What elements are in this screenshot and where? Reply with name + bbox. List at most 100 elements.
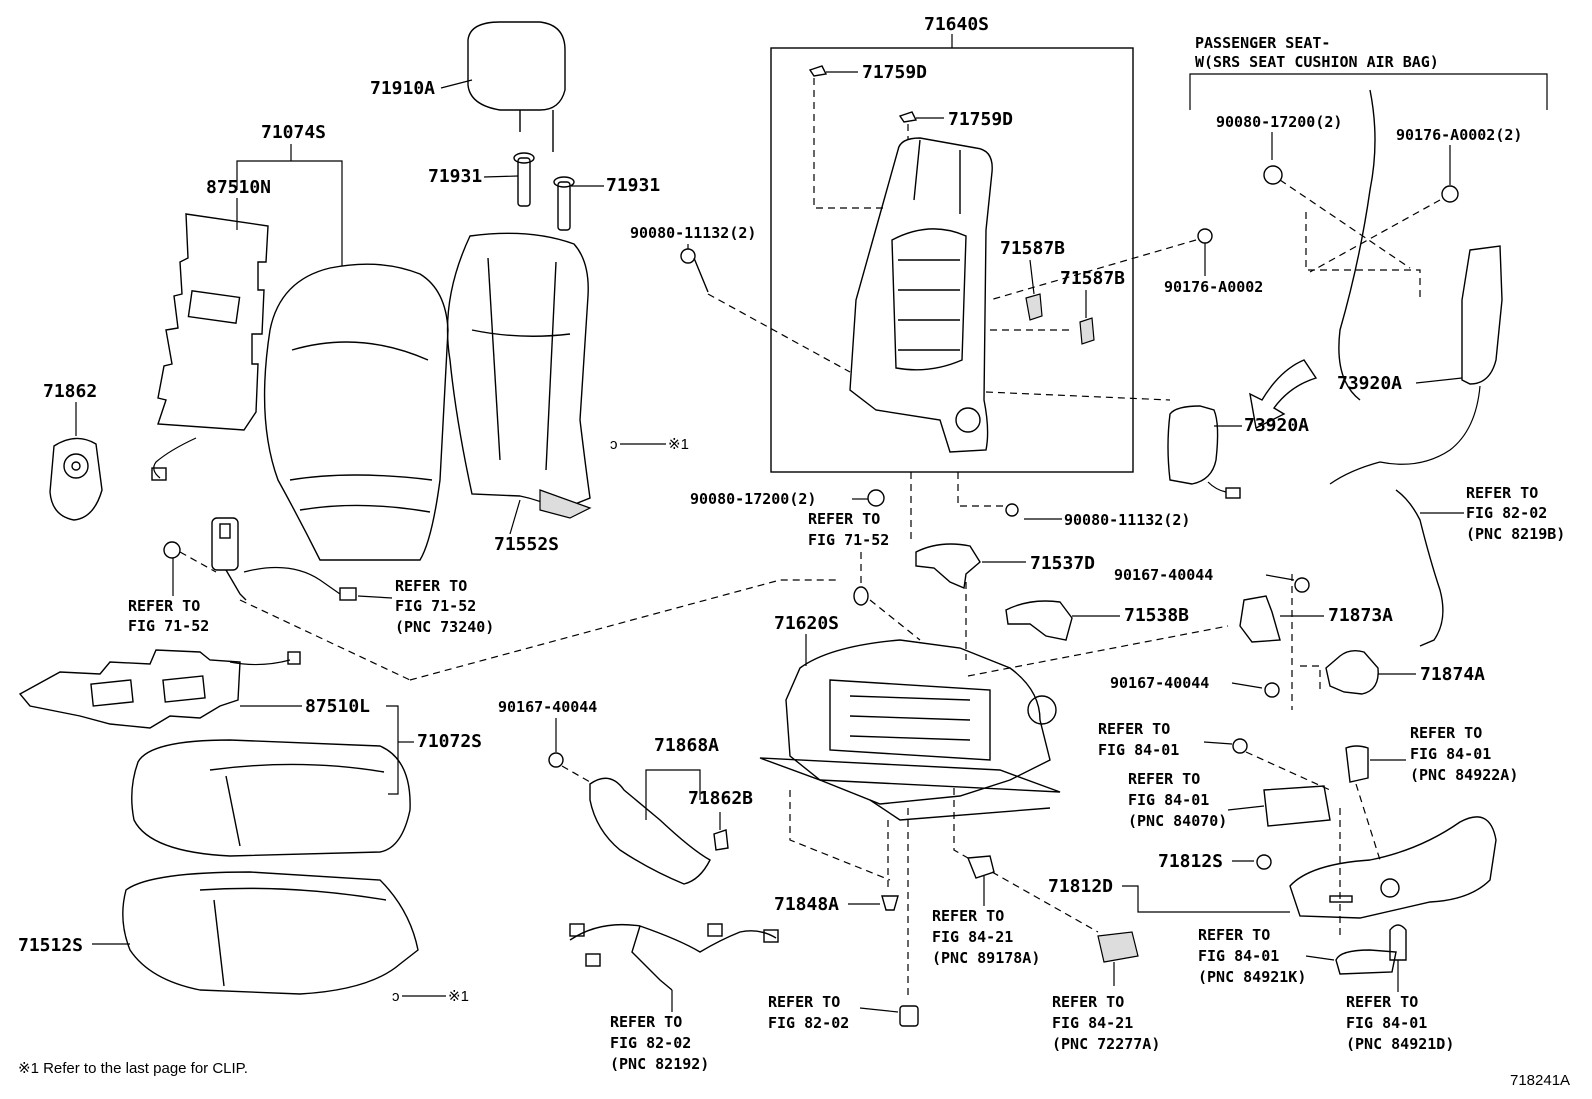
connector-82-02 — [899, 1005, 919, 1027]
label-90167-40044-b[interactable]: 90167-40044 — [1110, 674, 1209, 692]
footnote: ※1 Refer to the last page for CLIP. — [18, 1060, 248, 1077]
label-71537D[interactable]: 71537D — [1030, 553, 1095, 574]
ref-8-line3[interactable]: (PNC 89178A) — [932, 949, 1040, 967]
ref-5-line2[interactable]: FIG 84-01 — [1098, 741, 1179, 759]
ref-3-line2[interactable]: FIG 71-52 — [808, 531, 889, 549]
ref-7-line2[interactable]: FIG 84-01 — [1410, 745, 1491, 763]
ref-11-line2[interactable]: FIG 82-02 — [768, 1014, 849, 1032]
label-71512S[interactable]: 71512S — [18, 935, 83, 956]
ref-12-line3[interactable]: (PNC 72277A) — [1052, 1035, 1160, 1053]
side-cover-71868A — [589, 777, 711, 885]
label-71812D[interactable]: 71812D — [1048, 876, 1113, 897]
label-71931-a[interactable]: 71931 — [428, 166, 482, 187]
ref-3-line1[interactable]: REFER TO — [808, 510, 880, 528]
label-71759D-a[interactable]: 71759D — [862, 62, 927, 83]
group-header-line1: PASSENGER SEAT- — [1195, 34, 1330, 52]
label-90080-11132-mid[interactable]: 90080-11132(2) — [1064, 511, 1190, 529]
label-87510N[interactable]: 87510N — [206, 177, 271, 198]
label-71862B[interactable]: 71862B — [688, 788, 753, 809]
nut-icon-right — [1263, 165, 1283, 185]
ref-2-line2[interactable]: FIG 71-52 — [395, 597, 476, 615]
airbag-harness-line — [1338, 89, 1376, 401]
ref-10-line1[interactable]: REFER TO — [610, 1013, 682, 1031]
sensor-71874A — [1325, 649, 1379, 695]
ref-6-line2[interactable]: FIG 84-01 — [1128, 791, 1209, 809]
switch-72277A — [1097, 931, 1139, 963]
ref-2-line1[interactable]: REFER TO — [395, 577, 467, 595]
label-71074S[interactable]: 71074S — [261, 122, 326, 143]
ref-9-line1[interactable]: REFER TO — [1198, 926, 1270, 944]
label-73920A-a[interactable]: 73920A — [1337, 373, 1402, 394]
clip-right-icon — [1441, 185, 1459, 203]
clip-marker-ref-2: ※1 — [448, 988, 469, 1005]
clip-marker-1: ↄ — [610, 436, 618, 453]
label-71812S[interactable]: 71812S — [1158, 851, 1223, 872]
label-90176-A0002[interactable]: 90176-A0002 — [1164, 278, 1263, 296]
airbag-module-lower — [1167, 405, 1219, 485]
label-71873A[interactable]: 71873A — [1328, 605, 1393, 626]
label-71538B[interactable]: 71538B — [1124, 605, 1189, 626]
clip-marker-ref-1: ※1 — [668, 436, 689, 453]
label-90167-40044-a[interactable]: 90167-40044 — [1114, 566, 1213, 584]
ref-1-line1[interactable]: REFER TO — [128, 597, 200, 615]
clip-71759D-b — [898, 111, 918, 123]
label-71072S[interactable]: 71072S — [417, 731, 482, 752]
headrest-shape — [467, 21, 566, 152]
clip-marker-2: ↄ — [392, 988, 400, 1005]
label-90167-40044-c[interactable]: 90167-40044 — [498, 698, 597, 716]
ref-4-line1[interactable]: REFER TO — [1466, 484, 1538, 502]
ref-13-line1[interactable]: REFER TO — [1346, 993, 1418, 1011]
ref-2-line3[interactable]: (PNC 73240) — [395, 618, 494, 636]
ref-13-line3[interactable]: (PNC 84921D) — [1346, 1035, 1454, 1053]
ref-11-line1[interactable]: REFER TO — [768, 993, 840, 1011]
ref-13-line2[interactable]: FIG 84-01 — [1346, 1014, 1427, 1032]
label-71620S[interactable]: 71620S — [774, 613, 839, 634]
ref-12-line2[interactable]: FIG 84-21 — [1052, 1014, 1133, 1032]
seatback-cover — [263, 263, 449, 561]
bracket-71537D — [915, 543, 981, 590]
seatback-heater-mat — [157, 213, 269, 431]
ref-12-line1[interactable]: REFER TO — [1052, 993, 1124, 1011]
label-71910A[interactable]: 71910A — [370, 78, 435, 99]
ref-1-line2[interactable]: FIG 71-52 — [128, 617, 209, 635]
direction-arrow — [1249, 359, 1318, 430]
label-71759D-b[interactable]: 71759D — [948, 109, 1013, 130]
label-71868A[interactable]: 71868A — [654, 735, 719, 756]
label-90080-17200-mid[interactable]: 90080-17200(2) — [690, 490, 816, 508]
label-71931-b[interactable]: 71931 — [606, 175, 660, 196]
diagram-id: 718241A — [1510, 1072, 1570, 1089]
bolt-icon — [680, 248, 696, 264]
label-90176-A0002-2[interactable]: 90176-A0002(2) — [1396, 126, 1522, 144]
ref-5-line1[interactable]: REFER TO — [1098, 720, 1170, 738]
side-shield-71812D — [1289, 816, 1497, 919]
ref-7-line3[interactable]: (PNC 84922A) — [1410, 766, 1518, 784]
ref-8-line2[interactable]: FIG 84-21 — [932, 928, 1013, 946]
bolt-a-icon — [1294, 577, 1310, 593]
label-90080-17200-right[interactable]: 90080-17200(2) — [1216, 113, 1342, 131]
ref-4-line3[interactable]: (PNC 8219B) — [1466, 525, 1565, 543]
cushion-heater-mat — [18, 649, 241, 729]
label-71874A[interactable]: 71874A — [1420, 664, 1485, 685]
bolt-71812S-icon — [1256, 854, 1272, 870]
ref-9-line2[interactable]: FIG 84-01 — [1198, 947, 1279, 965]
label-71640S[interactable]: 71640S — [924, 14, 989, 35]
ref-8-line1[interactable]: REFER TO — [932, 907, 1004, 925]
label-71552S[interactable]: 71552S — [494, 534, 559, 555]
label-71587B-a[interactable]: 71587B — [1000, 238, 1065, 259]
label-87510L[interactable]: 87510L — [305, 696, 370, 717]
ref-10-line3[interactable]: (PNC 82192) — [610, 1055, 709, 1073]
ref-6-line3[interactable]: (PNC 84070) — [1128, 812, 1227, 830]
label-73920A-b[interactable]: 73920A — [1244, 415, 1309, 436]
ref-4-line2[interactable]: FIG 82-02 — [1466, 504, 1547, 522]
ref-6-line1[interactable]: REFER TO — [1128, 770, 1200, 788]
label-71848A[interactable]: 71848A — [774, 894, 839, 915]
ref-9-line3[interactable]: (PNC 84921K) — [1198, 968, 1306, 986]
bracket-71873A — [1239, 595, 1281, 643]
ref-7-line1[interactable]: REFER TO — [1410, 724, 1482, 742]
ref-10-line2[interactable]: FIG 82-02 — [610, 1034, 691, 1052]
label-71862[interactable]: 71862 — [43, 381, 97, 402]
label-71587B-b[interactable]: 71587B — [1060, 268, 1125, 289]
switch-89178A — [967, 855, 995, 879]
label-90080-11132-top[interactable]: 90080-11132(2) — [630, 224, 756, 242]
